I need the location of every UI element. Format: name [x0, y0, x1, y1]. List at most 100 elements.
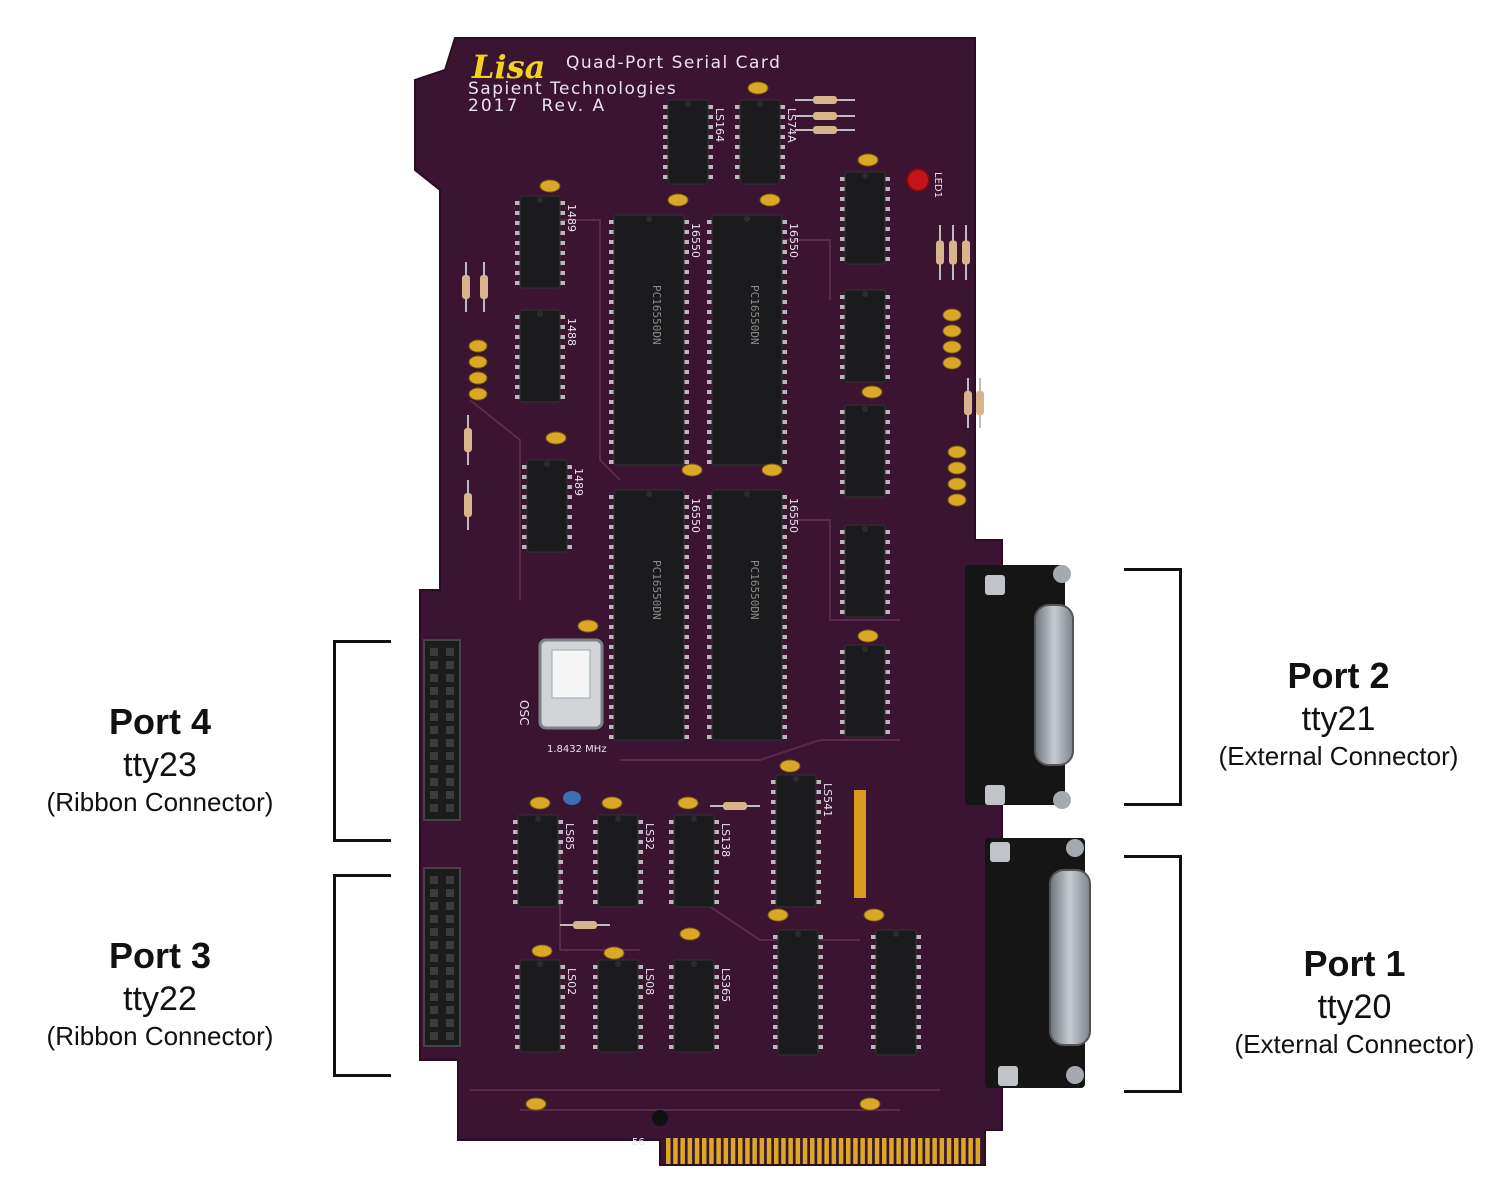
chip-ls74a: LS74A: [735, 99, 798, 185]
svg-text:LS85: LS85: [563, 823, 576, 850]
chip-ls02: LS02: [515, 959, 578, 1053]
capacitor: [679, 927, 701, 941]
svg-text:16550: 16550: [689, 223, 702, 258]
capacitor: [861, 385, 883, 399]
capacitor: [577, 619, 599, 633]
capacitor: [468, 387, 488, 401]
capacitor: [947, 493, 967, 507]
capacitor: [942, 356, 962, 370]
chip-driver: [840, 289, 890, 383]
resistor: [976, 391, 984, 415]
label-port-3: Port 3 tty22 (Ribbon Connector): [20, 934, 300, 1052]
crystal-oscillator: OSC 1.8432 MHz: [517, 638, 607, 755]
board-title: Quad-Port Serial Card: [566, 53, 781, 73]
svg-text:1488: 1488: [565, 318, 578, 346]
capacitor: [947, 461, 967, 475]
edge-pin-label: 56: [632, 1137, 645, 1148]
chip-ls164: LS164: [663, 99, 726, 185]
capacitor: [603, 946, 625, 960]
capacitor: [468, 371, 488, 385]
resistor: [480, 275, 488, 299]
capacitor: [859, 1097, 881, 1111]
port-name: Port 2: [1287, 655, 1390, 696]
resistor: [464, 493, 472, 517]
capacitor: [681, 463, 703, 477]
capacitor: [468, 355, 488, 369]
capacitor: [942, 340, 962, 354]
capacitor: [667, 193, 689, 207]
capacitor-blue: [563, 791, 581, 805]
ribbon-header-p4: [423, 867, 461, 1047]
chip-ls32: LS32: [593, 814, 656, 908]
resistor: [962, 240, 970, 265]
jumper-block: [854, 790, 866, 898]
svg-text:16550: 16550: [787, 498, 800, 533]
pcb-traces: [469, 219, 940, 1111]
board-rev: 2017 Rev. A: [468, 96, 606, 116]
chip-driver: [840, 404, 890, 498]
bracket-port-4: [333, 640, 391, 842]
svg-text:LS02: LS02: [565, 968, 578, 995]
chip-ls85: LS85: [513, 814, 576, 908]
chip-driver: [840, 524, 890, 618]
chip-driver: [773, 929, 823, 1056]
svg-text:LS365: LS365: [719, 968, 732, 1002]
capacitor: [529, 796, 551, 810]
edge-connector: [666, 1138, 981, 1164]
port-tty: tty22: [123, 980, 197, 1018]
capacitor: [942, 308, 962, 322]
svg-text:1489: 1489: [565, 204, 578, 232]
capacitor: [947, 445, 967, 459]
chip-driver: [840, 644, 890, 738]
db25-connector-p1: [985, 838, 1091, 1088]
capacitor: [677, 796, 699, 810]
port-tty: tty23: [123, 746, 197, 784]
svg-text:LS138: LS138: [719, 823, 732, 857]
bracket-port-3: [333, 874, 391, 1077]
resistor: [813, 126, 837, 134]
svg-text:LS541: LS541: [821, 783, 834, 817]
chip-ls365: LS365: [669, 959, 732, 1053]
svg-text:1489: 1489: [572, 468, 585, 496]
svg-text:LS08: LS08: [643, 968, 656, 995]
capacitor: [531, 944, 553, 958]
resistor: [949, 240, 957, 265]
port-name: Port 3: [108, 935, 212, 976]
capacitor: [525, 1097, 547, 1111]
capacitor: [761, 463, 783, 477]
svg-text:PC16550DN: PC16550DN: [650, 285, 663, 345]
chip-ls138: LS138: [669, 814, 732, 908]
port-tty: tty20: [1317, 988, 1392, 1026]
capacitor: [747, 81, 769, 95]
capacitor: [779, 759, 801, 773]
resistor: [813, 96, 837, 104]
chip-driver: [871, 929, 921, 1056]
chip-1488: 1488: [515, 309, 578, 403]
capacitor: [857, 153, 879, 167]
capacitor: [942, 324, 962, 338]
svg-text:PC16550DN: PC16550DN: [748, 560, 761, 620]
capacitor: [759, 193, 781, 207]
chip-1489: 1489: [515, 195, 578, 289]
svg-text:LS32: LS32: [643, 823, 656, 850]
crystal-frequency: 1.8432 MHz: [547, 744, 607, 755]
db25-connector-p2: [965, 565, 1074, 809]
port-name: Port 1: [1303, 943, 1406, 984]
resistor: [573, 921, 597, 929]
resistor: [723, 802, 747, 810]
chip-driver: [840, 171, 890, 265]
chip-ls541: LS541: [771, 774, 834, 908]
port-connector: (Ribbon Connector): [46, 787, 274, 817]
capacitor: [857, 629, 879, 643]
svg-text:16550: 16550: [787, 223, 800, 258]
port-connector: (External Connector): [1218, 741, 1459, 771]
svg-text:PC16550DN: PC16550DN: [650, 560, 663, 620]
port-connector: (External Connector): [1234, 1029, 1475, 1059]
resistor: [936, 240, 944, 265]
led-label: LED1: [932, 172, 943, 198]
svg-text:LS164: LS164: [713, 108, 726, 142]
